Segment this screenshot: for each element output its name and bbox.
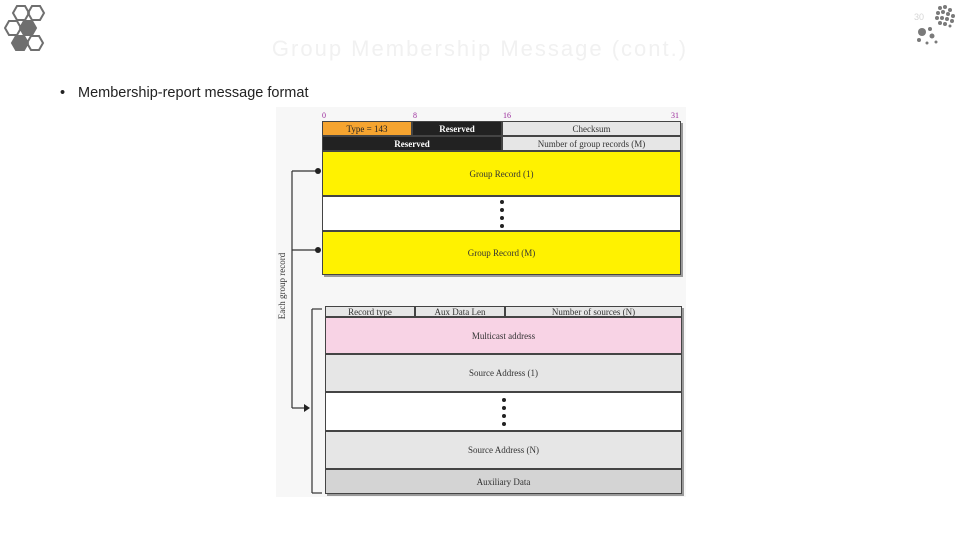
group-record-bracket xyxy=(291,168,321,412)
bit-number-8: 8 xyxy=(413,111,417,120)
group-record-m: Group Record (M) xyxy=(322,231,681,275)
source-address-n-field: Source Address (N) xyxy=(325,431,682,469)
number-of-group-records-field: Number of group records (M) xyxy=(502,136,681,151)
bullet-dot-icon: • xyxy=(60,85,66,101)
source-ellipsis-dots xyxy=(325,392,682,431)
bullet-item: • Membership-report message format xyxy=(60,85,308,101)
page-number: 30 xyxy=(913,12,924,22)
dotted-sphere-logo-icon xyxy=(917,5,955,45)
reserved-field-2: Reserved xyxy=(322,136,502,151)
bullet-text: Membership-report message format xyxy=(78,85,309,101)
slide-title: Group Membership Message (cont.) xyxy=(271,36,689,61)
reserved-field-1: Reserved xyxy=(412,121,502,136)
group-record-1: Group Record (1) xyxy=(322,151,681,196)
number-of-sources-field: Number of sources (N) xyxy=(505,306,682,317)
source-address-1-field: Source Address (1) xyxy=(325,354,682,392)
report-message-format: Type = 143 Reserved Checksum Reserved Nu… xyxy=(322,121,681,275)
aux-data-len-field: Aux Data Len xyxy=(415,306,505,317)
group-record-format: Record type Aux Data Len Number of sourc… xyxy=(325,306,682,494)
type-field: Type = 143 xyxy=(322,121,412,136)
hexagon-logo-icon xyxy=(4,5,46,51)
bit-number-0: 0 xyxy=(322,111,326,120)
record-type-field: Record type xyxy=(325,306,415,317)
auxiliary-data-field: Auxiliary Data xyxy=(325,469,682,494)
multicast-address-field: Multicast address xyxy=(325,317,682,354)
bit-number-16: 16 xyxy=(503,111,511,120)
record-side-bracket xyxy=(311,308,322,494)
ellipsis-dots xyxy=(322,196,681,231)
checksum-field: Checksum xyxy=(502,121,681,136)
bit-number-31: 31 xyxy=(671,111,679,120)
each-group-record-label: Each group record xyxy=(277,252,287,320)
